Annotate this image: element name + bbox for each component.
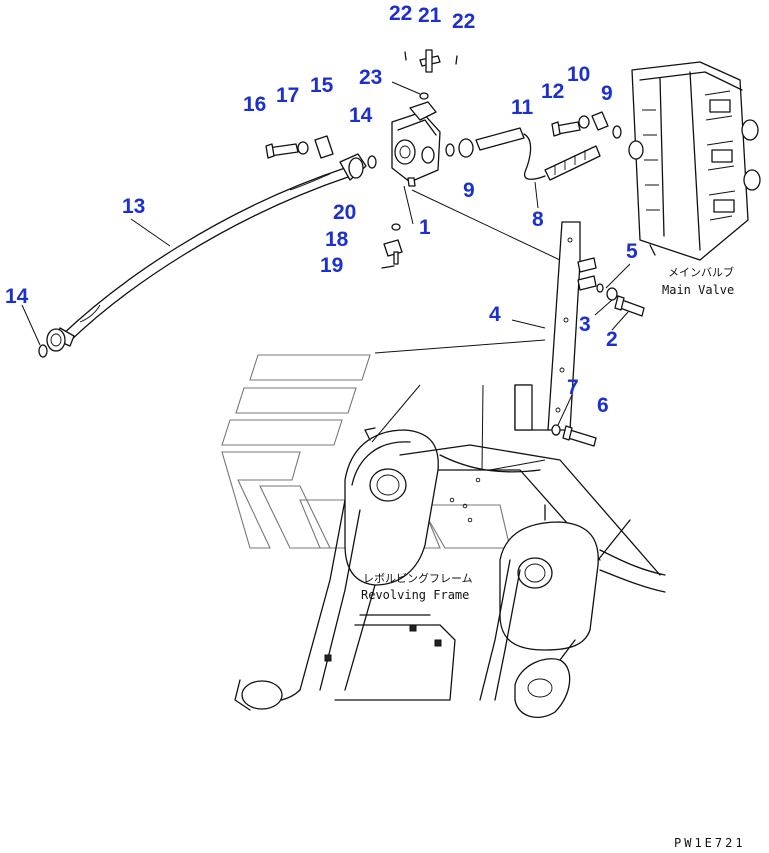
callout-9-right: 9 — [601, 82, 613, 105]
callout-22-right: 22 — [452, 10, 475, 33]
seal-22-right — [455, 55, 458, 65]
callout-15: 15 — [310, 74, 334, 97]
callout-23: 23 — [359, 66, 382, 89]
callout-4: 4 — [489, 303, 501, 326]
washer-12 — [578, 115, 590, 129]
callout-3: 3 — [579, 313, 591, 336]
callout-16: 16 — [243, 93, 266, 116]
revolving-frame-label-jp: レボルビングフレーム — [363, 571, 473, 585]
callout-2: 2 — [606, 328, 618, 351]
washer-3 — [606, 287, 618, 301]
callout-7: 7 — [567, 376, 579, 399]
fitting-21 — [419, 49, 441, 73]
bolt-11 — [551, 121, 581, 137]
seal-22-left — [404, 51, 407, 61]
washer-17 — [297, 141, 309, 155]
drawing-code: PW1E721 — [674, 836, 746, 850]
o-ring-14-right — [367, 155, 377, 169]
main-valve — [628, 61, 761, 261]
callout-numbers: 22 21 22 23 16 17 15 14 10 12 9 11 9 13 … — [5, 2, 638, 417]
revolving-frame — [234, 427, 666, 718]
revolving-frame-label-en: Revolving Frame — [361, 588, 469, 602]
o-ring-9-left — [445, 143, 455, 157]
washer-7 — [551, 424, 561, 436]
callout-13: 13 — [122, 195, 145, 218]
callout-6: 6 — [597, 394, 609, 417]
callout-1: 1 — [419, 216, 431, 239]
clamp-10 — [591, 111, 609, 131]
o-ring-23 — [419, 92, 429, 100]
callout-22-left: 22 — [389, 2, 412, 25]
callout-10: 10 — [567, 63, 590, 86]
captions: メインバルブ Main Valve レボルビングフレーム Revolving F… — [361, 265, 746, 850]
bolt-2 — [614, 295, 645, 317]
leader-lines — [21, 81, 631, 471]
o-ring-20 — [391, 223, 401, 231]
callout-21: 21 — [418, 4, 442, 27]
elbow-18 — [383, 239, 403, 265]
clamp-15 — [314, 135, 334, 159]
bracket-4 — [514, 221, 597, 431]
callout-14-top: 14 — [349, 104, 373, 127]
hose-8 — [458, 127, 601, 181]
callout-20: 20 — [333, 201, 356, 224]
o-ring-14-left — [38, 344, 48, 358]
callout-14-left: 14 — [5, 285, 29, 308]
main-valve-label-jp: メインバルブ — [668, 265, 734, 279]
seal-19 — [381, 265, 395, 269]
o-ring-9-right — [612, 125, 622, 139]
bolt-16 — [265, 143, 299, 159]
callout-12: 12 — [541, 80, 564, 103]
pipe-13 — [46, 153, 367, 352]
callout-9-left: 9 — [463, 179, 475, 202]
spacer-5 — [596, 283, 604, 293]
callout-18: 18 — [325, 228, 349, 251]
callout-5: 5 — [626, 240, 638, 263]
bolt-6 — [562, 425, 597, 447]
main-valve-label-en: Main Valve — [662, 283, 734, 297]
valve-1 — [391, 101, 441, 187]
callout-11: 11 — [511, 96, 534, 119]
callout-8: 8 — [532, 208, 544, 231]
callout-19: 19 — [320, 254, 343, 277]
callout-17: 17 — [276, 84, 299, 107]
